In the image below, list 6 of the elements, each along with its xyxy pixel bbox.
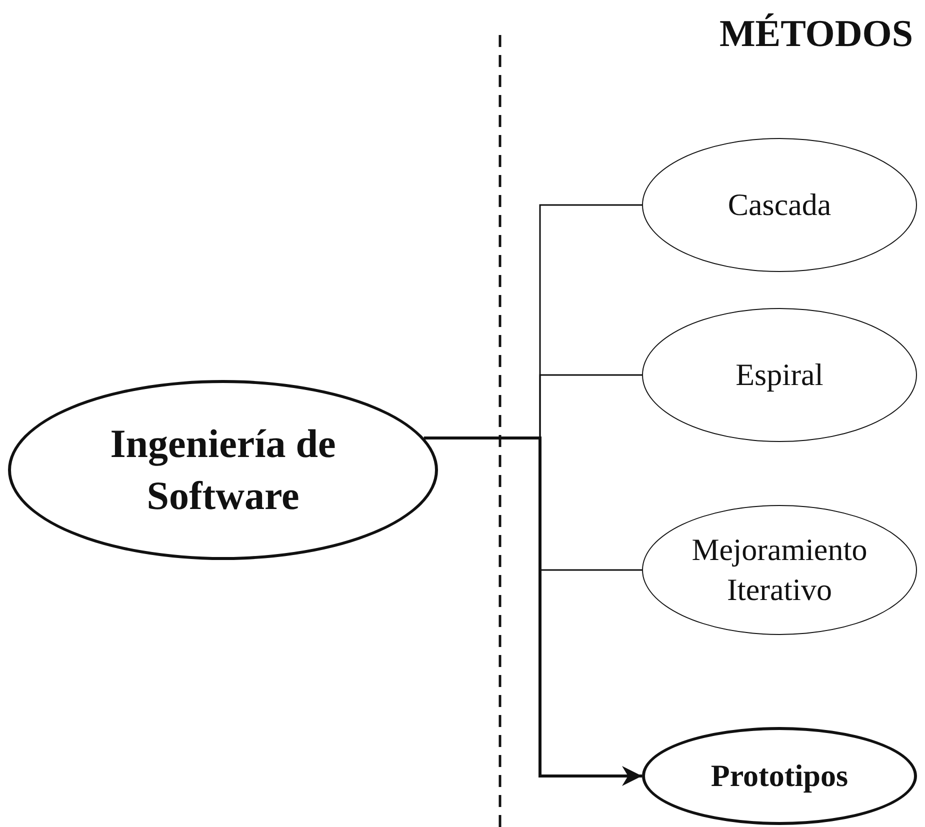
node-label: Cascada [728, 186, 832, 224]
node-label: Espiral [736, 356, 824, 394]
node-label: Prototipos [710, 756, 848, 795]
title: MÉTODOS [719, 12, 913, 56]
node-label: Ingeniería de Software [109, 420, 337, 520]
node-label: Mejoramiento Iterativo [690, 530, 868, 609]
